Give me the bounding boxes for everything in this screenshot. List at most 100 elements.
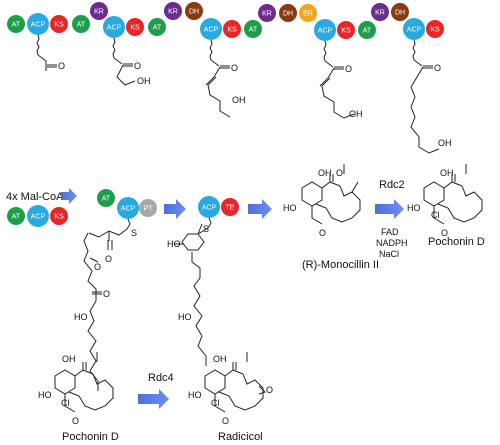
svg-text:HO: HO [188, 390, 202, 400]
domain-dh: DH [279, 4, 297, 22]
pochonin-structure: OH HO Cl O [407, 164, 483, 238]
svg-text:KS: KS [54, 22, 64, 29]
svg-text:AT: AT [153, 25, 162, 32]
domain-ks: KS [223, 20, 241, 38]
svg-text:ACP: ACP [204, 27, 219, 34]
domain-ks: KS [126, 18, 144, 36]
domain-dh: DH [185, 2, 203, 20]
intermediate-chain: O OH [205, 39, 246, 118]
svg-text:AT: AT [249, 27, 258, 34]
domain-acp: ACP [200, 18, 222, 40]
svg-text:DH: DH [395, 10, 405, 17]
arrow-icon [248, 199, 272, 219]
intermediate-chain: O OH [112, 37, 151, 86]
svg-text:OH: OH [213, 354, 227, 364]
svg-text:HO: HO [283, 203, 297, 213]
svg-text:O: O [345, 64, 352, 74]
domain-acp: ACP [198, 196, 220, 218]
svg-text:ACP: ACP [407, 27, 422, 34]
svg-text:OH: OH [62, 354, 76, 364]
domain-kr: KR [258, 4, 276, 22]
svg-text:ACP: ACP [107, 25, 122, 32]
svg-text:KR: KR [375, 10, 385, 17]
svg-text:Cl: Cl [211, 398, 220, 408]
domain-te: TE [221, 198, 239, 216]
svg-text:S: S [203, 224, 209, 234]
domain-er: ER [299, 4, 317, 22]
svg-text:O: O [336, 168, 343, 178]
domain-at: AT [148, 18, 166, 36]
domain-acp: ACP [27, 205, 49, 227]
svg-text:KS: KS [341, 28, 351, 35]
domain-pt: PT [139, 199, 157, 217]
domain-at: AT [7, 207, 25, 225]
svg-text:KS: KS [430, 27, 440, 34]
svg-text:DH: DH [283, 11, 293, 18]
nr-pks-complex: AT ACP PT S O O O HO [74, 189, 157, 391]
malonyl-coa-label: 4x Mal-CoA [6, 191, 64, 203]
svg-text:ACP: ACP [202, 205, 217, 212]
domain-acp: ACP [117, 197, 139, 219]
svg-text:PT: PT [144, 206, 154, 213]
arrow-icon [164, 199, 186, 219]
domain-ks: KS [337, 21, 355, 39]
svg-text:ACP: ACP [121, 206, 136, 213]
domain-at: AT [7, 15, 25, 33]
svg-text:O: O [134, 61, 141, 71]
svg-text:AT: AT [77, 22, 86, 29]
svg-text:TE: TE [226, 205, 235, 212]
radicicol-label: Radicicol [218, 431, 263, 443]
domain-dh: DH [391, 3, 409, 21]
svg-text:O: O [434, 63, 441, 73]
domain-acp: ACP [403, 18, 425, 40]
domain-kr: KR [371, 3, 389, 21]
svg-text:HO: HO [167, 239, 181, 249]
domain-acp: ACP [103, 16, 125, 38]
svg-text:AT: AT [363, 28, 372, 35]
svg-text:HO: HO [38, 390, 52, 400]
svg-text:O: O [105, 254, 112, 264]
svg-text:Cl: Cl [61, 398, 70, 408]
svg-text:O: O [103, 289, 110, 299]
domain-ks: KS [426, 20, 444, 38]
svg-text:HO: HO [74, 312, 88, 322]
domain-acp: ACP [27, 13, 49, 35]
nacl-label: NaCl [379, 249, 399, 259]
svg-text:AT: AT [102, 196, 111, 203]
svg-text:KR: KR [262, 11, 272, 18]
monocillin-label: (R)-Monocillin II [302, 259, 379, 271]
svg-text:S: S [131, 228, 137, 238]
intermediate-chain: O OH [410, 39, 452, 154]
svg-text:OH: OH [137, 76, 151, 86]
svg-text:O: O [231, 63, 238, 73]
fad-label: FAD [381, 227, 399, 237]
pochonin-d-label-bottom: Pochonin D [62, 431, 119, 443]
svg-text:KS: KS [227, 27, 237, 34]
rdc2-label: Rdc2 [379, 179, 405, 191]
monocillin-structure: OH HO O O [283, 164, 361, 238]
svg-text:ACP: ACP [318, 28, 333, 35]
pochonin-structure-bottom: OH HO Cl O [38, 352, 114, 426]
intermediate-chain: O OH [319, 40, 363, 119]
svg-text:Cl: Cl [431, 210, 440, 220]
svg-text:OH: OH [438, 138, 452, 148]
svg-text:O: O [94, 262, 101, 272]
acp-te-intermediate: ACP TE HO S HO [167, 196, 239, 366]
svg-text:OH: OH [349, 109, 363, 119]
rdc4-label: Rdc4 [148, 372, 174, 384]
svg-text:OH: OH [318, 168, 332, 178]
domain-kr: KR [164, 2, 182, 20]
svg-text:O: O [319, 228, 326, 238]
svg-text:KS: KS [54, 214, 64, 221]
svg-text:KR: KR [94, 9, 104, 16]
domain-ks: KS [50, 207, 68, 225]
intermediate-chain: O [36, 34, 65, 71]
pochonin-d-label-top: Pochonin D [428, 236, 485, 248]
arrow-icon [61, 188, 77, 204]
svg-text:AT: AT [12, 22, 21, 29]
svg-text:HO: HO [178, 312, 192, 322]
minimal-pks: AT ACP KS [7, 205, 68, 227]
svg-text:HO: HO [407, 203, 421, 213]
domain-at: AT [358, 21, 376, 39]
svg-text:ACP: ACP [31, 22, 46, 29]
